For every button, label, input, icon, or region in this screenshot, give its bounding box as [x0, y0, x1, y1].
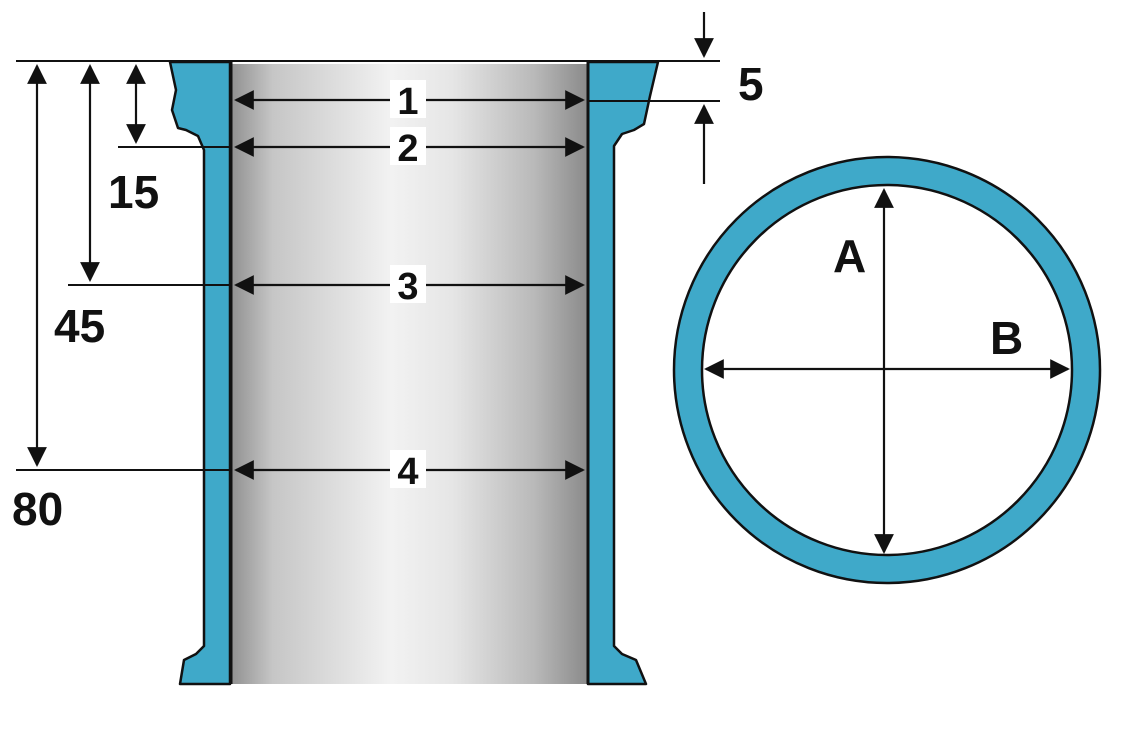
belt-label-2: 2 — [397, 128, 418, 170]
liner-right-wall — [586, 60, 660, 686]
belt-3: 3 — [234, 265, 585, 308]
liner-bore — [230, 64, 588, 684]
belt-1: 1 — [234, 80, 585, 123]
depth-label-45: 45 — [54, 300, 105, 352]
depth-label-80: 80 — [12, 483, 63, 535]
bore-cross-section: A B — [672, 155, 1102, 585]
belt-label-3: 3 — [397, 266, 418, 308]
belt-label-1: 1 — [397, 81, 418, 123]
depth-labels: 5 15 45 80 — [12, 58, 764, 535]
depth-dimension-arrows — [27, 12, 714, 467]
depth-reference-lines — [16, 60, 720, 471]
belt-label-bg-1 — [390, 80, 426, 118]
depth-label-5: 5 — [738, 58, 764, 110]
axis-label-a: A — [833, 230, 866, 282]
belt-label-bg-3 — [390, 265, 426, 303]
belt-4: 4 — [234, 450, 585, 493]
belt-2: 2 — [234, 127, 585, 170]
measurement-belts: 1 2 3 4 — [234, 80, 585, 493]
axis-label-b: B — [990, 312, 1023, 364]
belt-label-bg-4 — [390, 450, 426, 488]
belt-label-4: 4 — [397, 451, 418, 493]
belt-label-bg-2 — [390, 127, 426, 165]
liner-left-wall — [168, 60, 232, 686]
cylinder-liner — [168, 60, 660, 686]
depth-label-15: 15 — [108, 166, 159, 218]
